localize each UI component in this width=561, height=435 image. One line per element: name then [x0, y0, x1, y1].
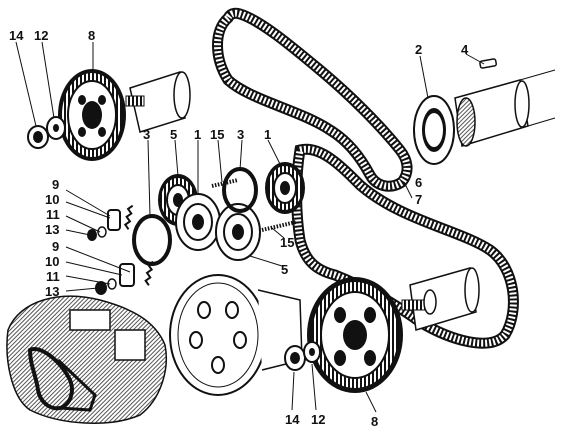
- callout-14-bottom: 14: [285, 412, 300, 427]
- callout-2: 2: [415, 42, 423, 57]
- camshaft-housing-top: [125, 71, 191, 133]
- callout-15-bottom: 15: [280, 235, 295, 250]
- spacer-ring-left: [132, 214, 172, 266]
- callout-10-upper: 10: [45, 192, 60, 207]
- spring-set-upper: [87, 204, 134, 241]
- crankshaft-pulley: [169, 274, 303, 396]
- callout-8-bottom: 8: [371, 414, 379, 429]
- nut-top: [27, 125, 49, 149]
- callout-14-top: 14: [9, 28, 24, 43]
- leader-lines: [15, 41, 485, 413]
- callout-15-top: 15: [210, 127, 225, 142]
- tensioner-bearing-right: [265, 162, 305, 214]
- camshaft-pulley-bottom: [307, 277, 403, 393]
- camshaft-pulley-top: [58, 69, 126, 161]
- engine-inset-illustration: [6, 295, 167, 424]
- spring-set-lower: [95, 260, 154, 295]
- callout-12-bottom: 12: [311, 412, 326, 427]
- callout-10-lower: 10: [45, 254, 60, 269]
- callout-11-upper: 11: [46, 207, 60, 222]
- washer-top: [46, 116, 66, 140]
- callout-9-lower: 9: [52, 239, 60, 254]
- callout-4: 4: [461, 42, 469, 57]
- washer-bottom: [303, 341, 321, 363]
- tensioner-pulley-center: [215, 203, 261, 261]
- callout-5-top: 5: [170, 127, 178, 142]
- camshaft-housing-right: [454, 69, 556, 147]
- callout-1-right: 1: [264, 127, 272, 142]
- lower-timing-belt: [291, 143, 519, 349]
- stud-top: [211, 178, 239, 188]
- callout-13-lower: 13: [45, 284, 60, 299]
- callout-9-upper: 9: [52, 177, 60, 192]
- callout-11-lower: 11: [46, 269, 60, 284]
- key-pin: [479, 58, 498, 69]
- callout-12-top: 12: [34, 28, 49, 43]
- callout-8-top: 8: [88, 28, 96, 43]
- tensioner-pulley-left: [175, 193, 221, 251]
- callout-6: 6: [415, 175, 423, 190]
- callout-3-right: 3: [237, 127, 245, 142]
- nut-bottom: [284, 345, 306, 371]
- callout-3-left: 3: [143, 127, 151, 142]
- camshaft-housing-bottom: [401, 267, 480, 331]
- callout-13-upper: 13: [45, 222, 60, 237]
- callout-7: 7: [415, 192, 423, 207]
- upper-timing-belt: [212, 7, 413, 192]
- callout-5-bottom: 5: [281, 262, 289, 277]
- stud-bottom: [261, 220, 297, 232]
- callout-1-left: 1: [194, 127, 202, 142]
- flange-plate: [413, 95, 455, 165]
